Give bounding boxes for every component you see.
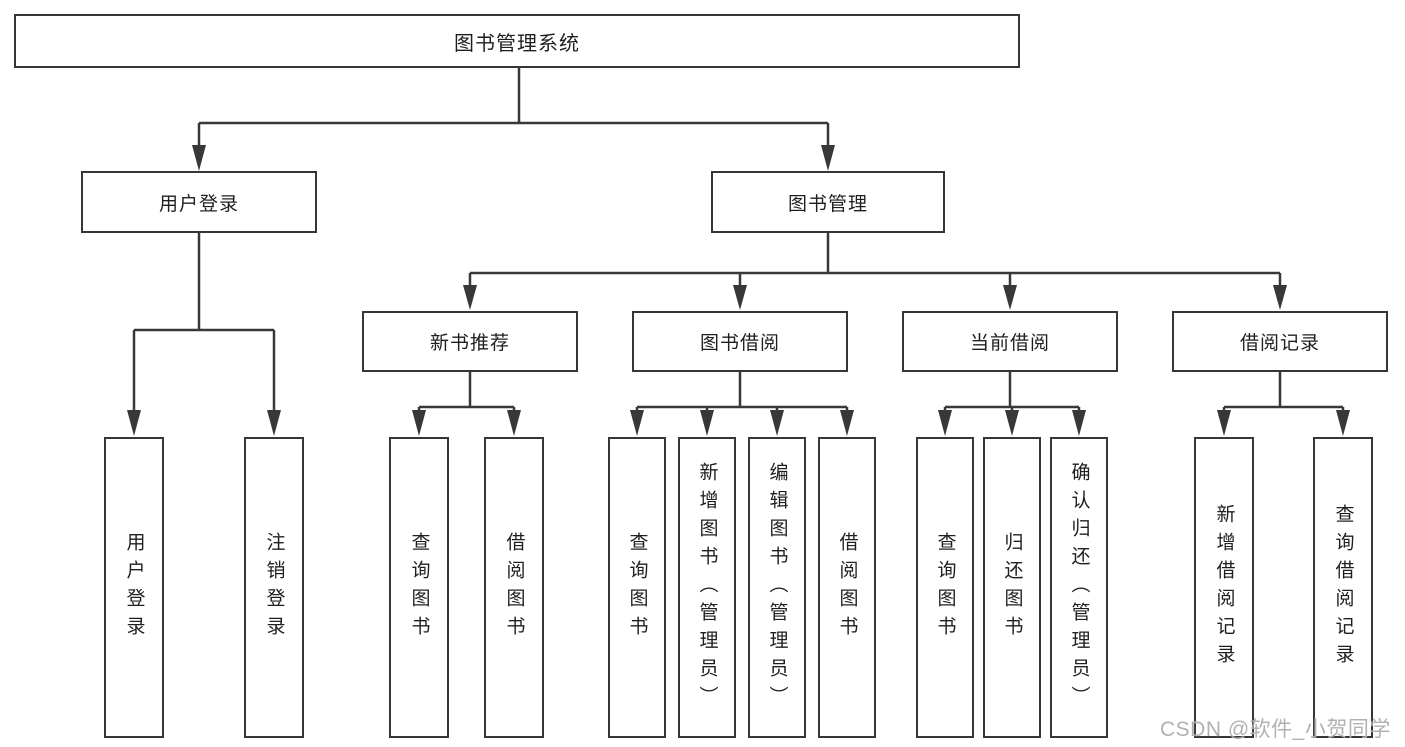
leaf-recommend-borrow-books: 借阅图书 [484, 437, 544, 738]
node-borrow-records: 借阅记录 [1172, 311, 1388, 372]
connector-root-to-level2 [192, 68, 835, 171]
leaf-return-books: 归还图书 [983, 437, 1041, 738]
connector-current-to-leaves [938, 372, 1086, 436]
leaf-add-books-admin: 新增图书（管理员） [678, 437, 736, 738]
leaf-logout: 注销登录 [244, 437, 304, 738]
connector-borrow-to-leaves [630, 372, 854, 436]
leaf-query-borrow-record: 查询借阅记录 [1313, 437, 1373, 738]
leaf-user-login: 用户登录 [104, 437, 164, 738]
csdn-watermark: CSDN @软件_小贺同学 [1160, 718, 1391, 741]
node-new-book-recommend: 新书推荐 [362, 311, 578, 372]
connector-recommend-to-leaves [412, 372, 521, 436]
connector-records-to-leaves [1217, 372, 1350, 436]
node-user-login: 用户登录 [81, 171, 317, 233]
node-book-management: 图书管理 [711, 171, 945, 233]
node-library-system: 图书管理系统 [14, 14, 1020, 68]
node-book-borrow: 图书借阅 [632, 311, 848, 372]
node-current-borrow: 当前借阅 [902, 311, 1118, 372]
leaf-confirm-return-admin: 确认归还（管理员） [1050, 437, 1108, 738]
connector-management-to-level3 [463, 233, 1287, 310]
leaf-edit-books-admin: 编辑图书（管理员） [748, 437, 806, 738]
leaf-borrow-borrow-books: 借阅图书 [818, 437, 876, 738]
leaf-recommend-query-books: 查询图书 [389, 437, 449, 738]
connector-login-to-leaves [127, 233, 281, 436]
leaf-current-query-books: 查询图书 [916, 437, 974, 738]
leaf-add-borrow-record: 新增借阅记录 [1194, 437, 1254, 738]
leaf-borrow-query-books: 查询图书 [608, 437, 666, 738]
